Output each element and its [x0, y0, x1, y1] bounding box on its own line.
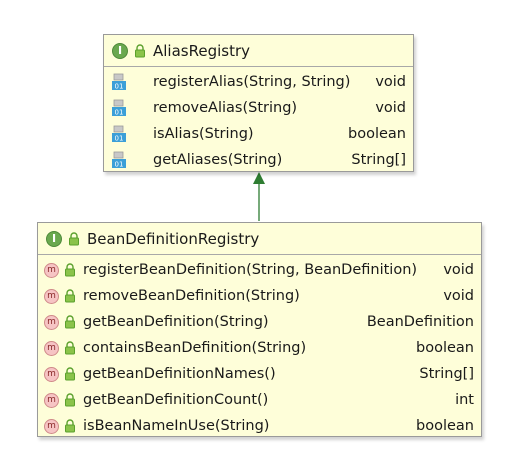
method-icon: m — [44, 366, 59, 382]
member-return-type: boolean — [348, 126, 406, 142]
method-field-icon: 01 — [112, 125, 126, 143]
method-field-icon: 01 — [112, 73, 126, 91]
member-name: registerBeanDefinition(String, BeanDefin… — [83, 262, 418, 278]
alias-registry-box[interactable]: I AliasRegistry 01 registerAlias(String, … — [103, 34, 414, 172]
method-icon: m — [44, 288, 59, 304]
method-field-icon: 01 — [112, 99, 126, 117]
member-row[interactable]: m removeBeanDefinition(String) void — [38, 283, 481, 309]
method-field-icon: 01 — [112, 151, 126, 169]
bean-definition-registry-box[interactable]: I BeanDefinitionRegistry m registerBeanDe… — [37, 222, 482, 437]
member-row[interactable]: m registerBeanDefinition(String, BeanDefi… — [38, 257, 481, 283]
member-row[interactable]: m getBeanDefinitionCount() int — [38, 387, 481, 413]
lock-icon — [65, 419, 75, 433]
method-icon: m — [44, 314, 59, 330]
method-icon: m — [44, 262, 59, 278]
member-return-type: boolean — [416, 340, 474, 356]
member-name: isBeanNameInUse(String) — [83, 418, 270, 434]
lock-icon — [69, 231, 79, 245]
lock-icon — [65, 341, 75, 355]
alias-registry-title: AliasRegistry — [153, 41, 251, 60]
alias-registry-header: I AliasRegistry — [104, 35, 413, 67]
member-return-type: String[] — [419, 366, 474, 382]
alias-registry-members: 01 registerAlias(String, String) void 01 rem… — [104, 67, 413, 173]
member-name: removeAlias(String) — [153, 100, 298, 116]
lock-icon — [65, 289, 75, 303]
lock-icon — [65, 367, 75, 381]
bean-definition-registry-header: I BeanDefinitionRegistry — [38, 223, 481, 255]
member-name: containsBeanDefinition(String) — [83, 340, 307, 356]
member-name: removeBeanDefinition(String) — [83, 288, 300, 304]
member-return-type: BeanDefinition — [366, 314, 474, 330]
lock-icon — [65, 315, 75, 329]
member-row[interactable]: m getBeanDefinitionNames() String[] — [38, 361, 481, 387]
member-row[interactable]: 01 isAlias(String) boolean — [104, 121, 413, 147]
member-name: getBeanDefinitionNames() — [83, 366, 276, 382]
interface-icon: I — [112, 42, 128, 59]
method-icon: m — [44, 340, 59, 356]
svg-text:01: 01 — [115, 161, 124, 169]
member-return-type: void — [375, 74, 406, 90]
bean-definition-registry-members: m registerBeanDefinition(String, BeanDefi… — [38, 255, 481, 439]
method-icon: m — [44, 418, 59, 434]
member-return-type: String[] — [351, 152, 406, 168]
member-return-type: void — [375, 100, 406, 116]
svg-text:01: 01 — [115, 109, 124, 117]
svg-text:01: 01 — [115, 135, 124, 143]
member-row[interactable]: 01 removeAlias(String) void — [104, 95, 413, 121]
interface-icon: I — [46, 230, 62, 247]
member-name: registerAlias(String, String) — [153, 74, 351, 90]
member-name: getBeanDefinition(String) — [83, 314, 269, 330]
member-row[interactable]: m getBeanDefinition(String) BeanDefinition — [38, 309, 481, 335]
method-icon: m — [44, 392, 59, 408]
member-row[interactable]: 01 getAliases(String) String[] — [104, 147, 413, 173]
member-return-type: void — [443, 288, 474, 304]
member-row[interactable]: m isBeanNameInUse(String) boolean — [38, 413, 481, 439]
member-name: isAlias(String) — [153, 126, 254, 142]
lock-icon — [135, 43, 145, 57]
bean-definition-registry-title: BeanDefinitionRegistry — [87, 229, 260, 248]
member-row[interactable]: m containsBeanDefinition(String) boolean — [38, 335, 481, 361]
lock-icon — [65, 263, 75, 277]
member-return-type: void — [443, 262, 474, 278]
member-name: getAliases(String) — [153, 152, 283, 168]
member-return-type: boolean — [416, 418, 474, 434]
svg-text:01: 01 — [115, 83, 124, 91]
lock-icon — [65, 393, 75, 407]
member-return-type: int — [455, 392, 474, 408]
member-name: getBeanDefinitionCount() — [83, 392, 269, 408]
member-row[interactable]: 01 registerAlias(String, String) void — [104, 69, 413, 95]
